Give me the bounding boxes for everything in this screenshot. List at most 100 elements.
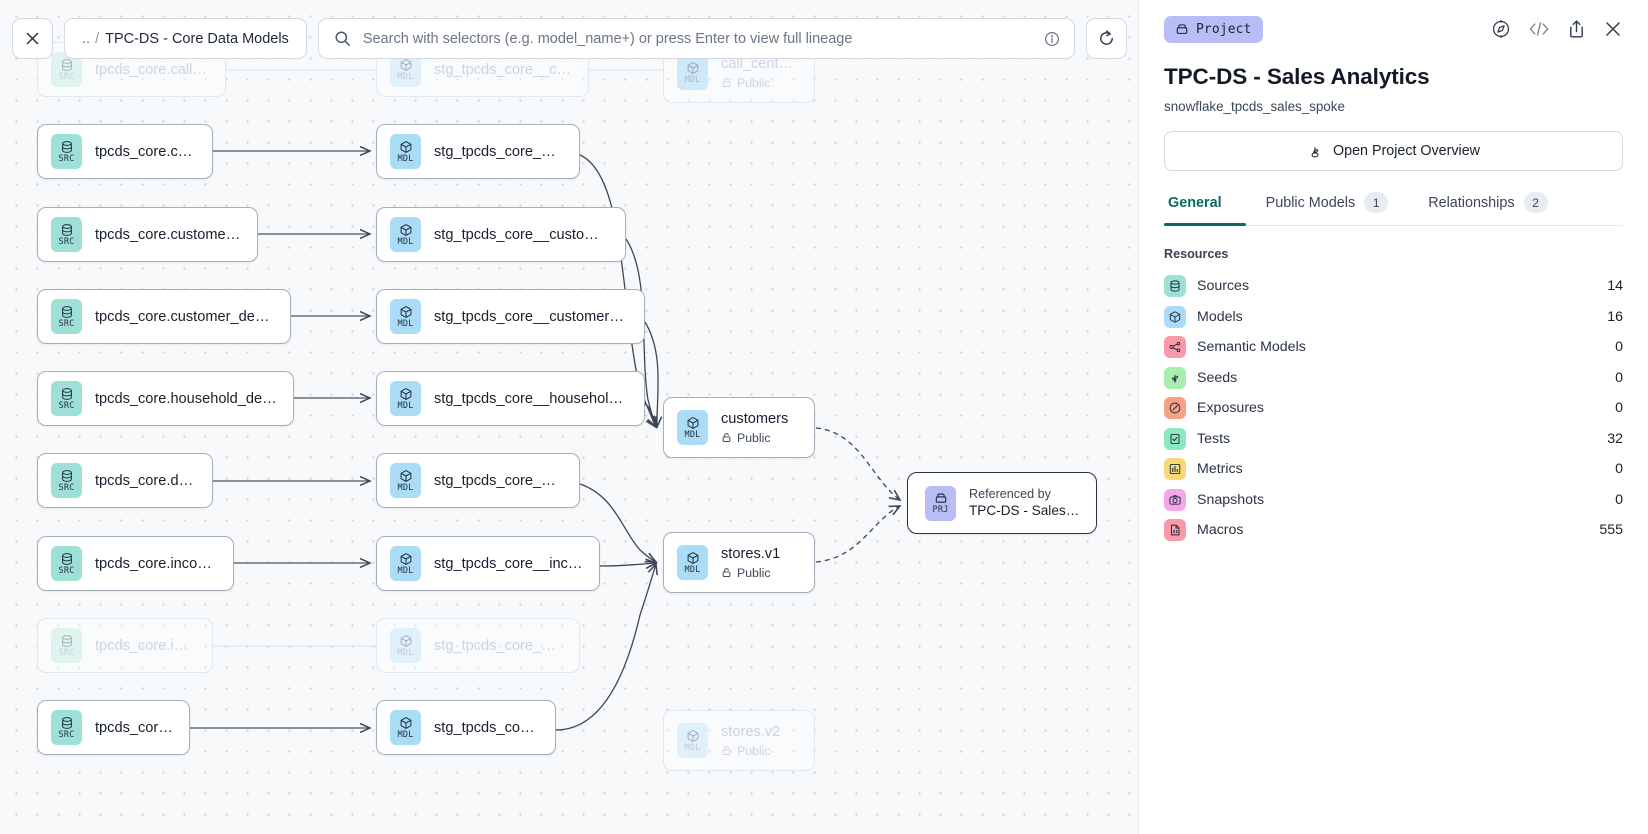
resource-name: Tests — [1197, 430, 1231, 447]
resource-row-macros[interactable]: Macros 555 — [1164, 515, 1623, 546]
tab-label: Relationships — [1428, 194, 1515, 211]
lineage-search[interactable] — [317, 18, 1075, 59]
cube-icon — [399, 469, 413, 483]
node-visibility: Public — [721, 430, 788, 446]
node-label: tpcds_core.customer_demographics — [95, 308, 274, 325]
tab-relationships[interactable]: Relationships 2 — [1408, 192, 1567, 225]
mdl-badge: MDL — [390, 217, 421, 252]
node-text: tpcds_core.store — [95, 719, 173, 737]
lock-icon — [722, 433, 731, 443]
open-project-overview-button[interactable]: Open Project Overview — [1164, 131, 1623, 171]
sprout-icon — [1164, 366, 1186, 389]
resource-row-models[interactable]: Models 16 — [1164, 302, 1623, 333]
info-icon[interactable] — [1044, 31, 1060, 47]
share-icon[interactable] — [1567, 19, 1586, 39]
cube-icon — [399, 58, 413, 72]
detail-panel: Project — [1139, 0, 1648, 834]
src-badge: SRC — [51, 381, 82, 416]
cube-icon — [686, 729, 700, 743]
cube-icon — [686, 551, 700, 565]
node-label: stg_tpcds_core__household_demogr… — [434, 390, 628, 407]
tab-general[interactable]: General — [1164, 192, 1246, 226]
lineage-node[interactable]: MDL stg_tpcds_core__customer — [376, 124, 580, 179]
resource-count: 16 — [1607, 308, 1623, 325]
mdl-badge: MDL — [677, 545, 708, 580]
resource-count: 0 — [1615, 339, 1623, 356]
mdl-badge: MDL — [390, 134, 421, 169]
panel-actions — [1491, 19, 1623, 39]
tab-count-badge: 2 — [1523, 192, 1548, 213]
mdl-badge: MDL — [390, 299, 421, 334]
project-subtitle: snowflake_tpcds_sales_spoke — [1164, 99, 1345, 114]
resource-count: 555 — [1599, 522, 1623, 539]
resource-name: Snapshots — [1197, 491, 1265, 508]
close-icon — [26, 32, 39, 45]
node-label: tpcds_core.inventory — [95, 637, 196, 654]
database-icon — [1164, 275, 1186, 298]
search-input[interactable] — [362, 30, 1036, 47]
breadcrumb-current: TPC-DS - Core Data Models — [105, 30, 289, 47]
refresh-button[interactable] — [1086, 18, 1127, 59]
file-code-icon — [1164, 519, 1186, 542]
mdl-badge: MDL — [390, 381, 421, 416]
src-badge: SRC — [51, 134, 82, 169]
node-label: stg_tpcds_core__customer — [434, 143, 563, 160]
resources-section-label: Resources — [1164, 247, 1229, 261]
lineage-canvas[interactable]: .. / TPC-DS - Core Data Models — [0, 0, 1139, 834]
compass-icon[interactable] — [1491, 19, 1511, 39]
node-text: tpcds_core.customer_address — [95, 226, 241, 244]
code-icon[interactable] — [1528, 20, 1550, 38]
resource-count: 0 — [1615, 461, 1623, 478]
node-label: stg_tpcds_core__inventory — [434, 637, 563, 654]
node-visibility: Public — [721, 565, 780, 581]
search-icon — [334, 30, 351, 47]
node-text: tpcds_core.inventory — [95, 637, 196, 655]
close-panel-icon[interactable] — [1603, 19, 1623, 39]
sprout-icon — [1311, 147, 1319, 158]
resource-name: Macros — [1197, 522, 1244, 539]
panel-header: Project — [1164, 0, 1623, 43]
node-label: tpcds_core.income_band — [95, 555, 217, 572]
node-label: stg_tpcds_core__call_center — [434, 61, 572, 78]
close-lineage-button[interactable] — [12, 18, 53, 59]
lineage-node[interactable]: MDLstg_tpcds_core__customer_demogra… — [376, 289, 645, 344]
resource-type-chip[interactable]: Project — [1164, 15, 1263, 43]
breadcrumb[interactable]: .. / TPC-DS - Core Data Models — [64, 18, 307, 59]
database-icon — [60, 469, 74, 483]
resource-name: Models — [1197, 308, 1243, 325]
database-icon — [60, 634, 74, 648]
node-label: tpcds_core.customer — [95, 143, 196, 160]
lineage-node[interactable]: MDL stg_tpcds_core__household_demogr… — [376, 371, 645, 426]
camera-icon — [1164, 488, 1186, 511]
database-icon — [60, 552, 74, 566]
lineage-node[interactable]: SRC tpcds_core.customer — [37, 124, 213, 179]
database-icon — [60, 58, 74, 72]
